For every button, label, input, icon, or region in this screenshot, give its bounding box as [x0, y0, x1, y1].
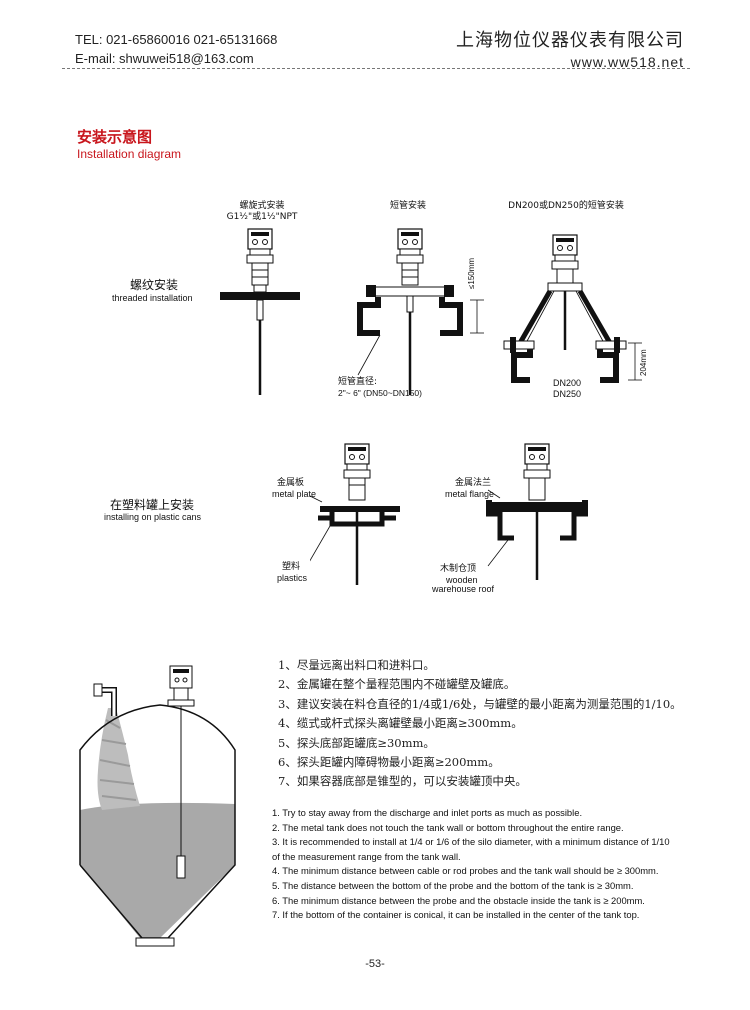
fig3-dim-label: 204mm: [639, 349, 648, 376]
note-en-item: 3. It is recommended to install at 1/4 o…: [272, 836, 670, 848]
fig2-dim-label: ≤150mm: [467, 257, 476, 289]
plastics-en: plastics: [277, 573, 308, 583]
notes-cn-list: 1、尽量远离出料口和进料口。 2、金属罐在整个量程范围内不碰罐壁及罐底。 3、建…: [278, 656, 682, 792]
fig-metal-flange-install: [486, 443, 588, 580]
note-en-item: 1. Try to stay away from the discharge a…: [272, 807, 583, 818]
contact-block: TEL: 021-65860016 021-65131668 E-mail: s…: [75, 30, 277, 68]
notes-en-list: 1. Try to stay away from the discharge a…: [272, 806, 692, 923]
section-title-cn: 安装示意图: [77, 128, 153, 146]
plastics-cn: 塑料: [282, 562, 301, 572]
note-en-item: of the measurement range from the tank w…: [272, 850, 461, 862]
email-text: E-mail: shwuwei518@163.com: [75, 51, 254, 66]
fig-short-pipe-install: [357, 228, 484, 395]
fig2-title: 短管安装: [389, 201, 426, 211]
fig1-title: 螺旋式安装: [239, 201, 285, 211]
note-cn-item: 7、如果容器底部是锥型的，可以安装罐顶中央。: [278, 774, 527, 789]
note-en-item: 2. The metal tank does not touch the tan…: [272, 821, 624, 833]
page-number: -53-: [365, 958, 385, 970]
note-cn-item: 1、尽量远离出料口和进料口。: [278, 658, 435, 672]
plastic-label-cn: 在塑料罐上安装: [110, 498, 195, 512]
fig1-subtitle: G1½"或1½"NPT: [226, 212, 298, 222]
note-en-item: 7. If the bottom of the container is con…: [272, 909, 640, 921]
note-en-item: 4. The minimum distance between cable or…: [272, 865, 659, 877]
tel-text: TEL: 021-65860016 021-65131668: [75, 32, 278, 47]
wooden-roof-en2: warehouse roof: [432, 584, 495, 594]
note-cn-item: 5、探头底部距罐底≥30mm。: [278, 735, 435, 750]
fig3-dn200: DN200: [553, 378, 582, 388]
threaded-label-en: threaded installation: [112, 293, 193, 303]
company-block: 上海物位仪器仪表有限公司 www.ww518.net: [456, 26, 684, 70]
wooden-roof-en1: wooden: [446, 575, 478, 585]
fig2-pipe-label: 短管直径:: [338, 377, 378, 387]
fig-threaded-install: [220, 228, 300, 395]
tank-illustration: [79, 665, 236, 947]
website-text: www.ww518.net: [570, 54, 684, 70]
header-divider: [62, 68, 690, 69]
fig3-dn250: DN250: [553, 389, 582, 399]
section-title-en: Installation diagram: [77, 147, 182, 161]
note-cn-item: 3、建议安装在料仓直径的1/4或1/6处，与罐壁的最小距离为测量范围的1/10。: [278, 696, 682, 711]
company-name: 上海物位仪器仪表有限公司: [456, 30, 684, 51]
note-cn-item: 4、缆式或杆式探头离罐壁最小距离≥300mm。: [278, 716, 523, 731]
metal-flange-en: metal flange: [445, 489, 495, 499]
metal-plate-en: metal plate: [272, 489, 317, 499]
threaded-label-cn: 螺纹安装: [130, 278, 179, 292]
note-en-item: 5. The distance between the bottom of th…: [272, 879, 634, 891]
metal-plate-cn: 金属板: [277, 478, 305, 488]
note-en-item: 6. The minimum distance between the prob…: [272, 894, 645, 906]
note-cn-item: 2、金属罐在整个量程范围内不碰罐壁及罐底。: [278, 677, 516, 692]
plastic-label-en: installing on plastic cans: [104, 512, 202, 522]
metal-flange-cn: 金属法兰: [455, 478, 492, 488]
wooden-roof-cn: 木制仓顶: [440, 564, 477, 574]
fig-metal-plate-install: [310, 443, 400, 585]
note-cn-item: 6、探头距罐内障碍物最小距离≥200mm。: [278, 755, 500, 770]
fig3-title: DN200或DN250的短管安装: [508, 201, 624, 211]
fig2-pipe-value: 2"~ 6" (DN50~DN150): [338, 388, 422, 398]
fig-dn200-install: [503, 234, 642, 383]
